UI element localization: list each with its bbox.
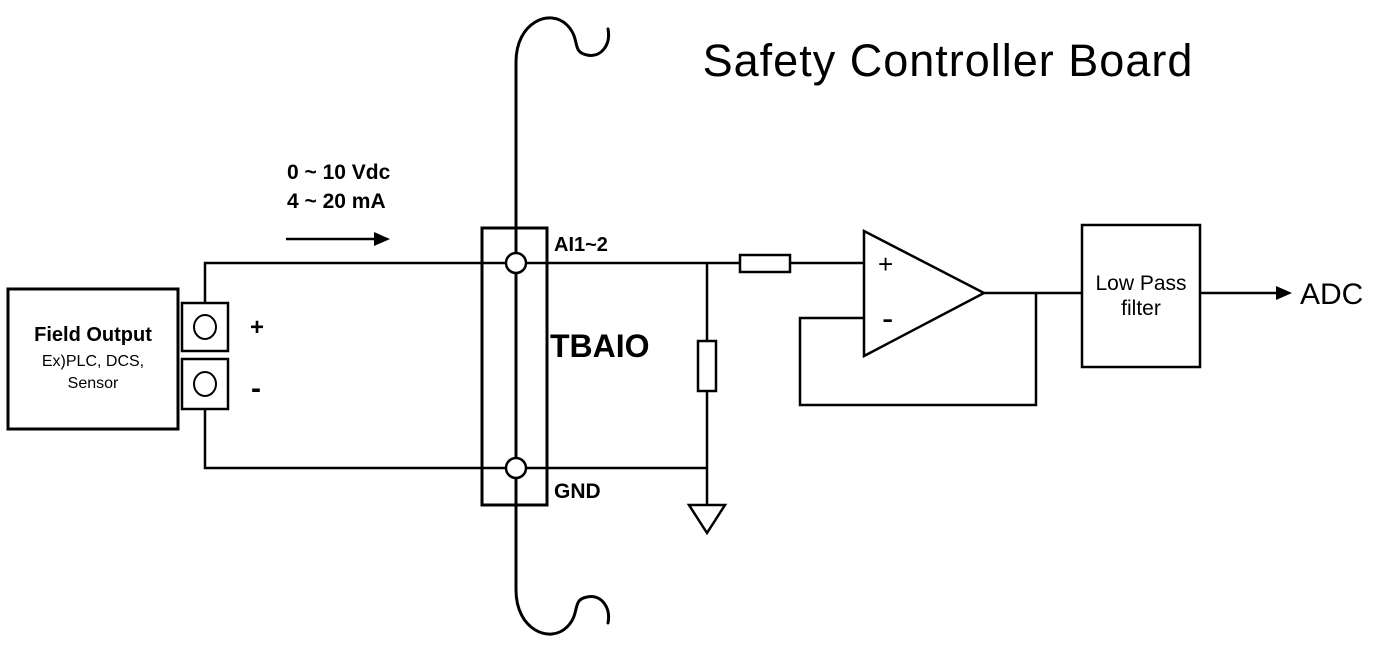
terminal-plus-label: + [250, 314, 264, 341]
terminal-minus-screw-icon [193, 371, 217, 397]
board-boundary-bottom-break-icon [514, 588, 611, 636]
opamp-plus-input-label: + [878, 249, 893, 279]
tbaio-terminal-ai-icon [504, 251, 528, 275]
shunt-resistor-icon [696, 339, 718, 393]
opamp-triangle-icon [862, 228, 987, 359]
adc-arrow-icon [1276, 286, 1292, 300]
low-pass-filter: Low Pass filter [1080, 223, 1202, 369]
terminal-plus-screw-icon [193, 314, 217, 340]
tbaio-terminal-strip: AI1~2 TBAIO GND [480, 226, 650, 507]
adc-output: ADC [1276, 278, 1363, 311]
signal-annotation: 0 ~ 10 Vdc 4 ~ 20 mA [286, 161, 391, 246]
terminal-minus-label: - [251, 372, 261, 405]
field-output-title: Field Output [34, 324, 152, 346]
field-output-subtitle-line2: Sensor [68, 375, 119, 392]
tbaio-name-label: TBAIO [550, 328, 650, 364]
signal-range-current: 4 ~ 20 mA [287, 190, 386, 213]
wire-minus-to-tbaio [203, 409, 516, 470]
signal-range-voltage: 0 ~ 10 Vdc [287, 161, 391, 184]
low-pass-filter-label-line1: Low Pass [1095, 272, 1186, 295]
opamp-minus-input-label: - [882, 300, 893, 338]
wire-plus-to-tbaio [203, 261, 516, 303]
signal-direction-arrow-icon [374, 232, 390, 246]
tbaio-block [480, 226, 549, 507]
field-output-block: Field Output Ex)PLC, DCS, Sensor [6, 287, 180, 431]
page-title: Safety Controller Board [703, 35, 1194, 86]
low-pass-filter-label-line2: filter [1121, 297, 1161, 320]
field-terminals: + - [180, 301, 264, 411]
tbaio-ai-label: AI1~2 [554, 234, 608, 256]
field-output-box [6, 287, 180, 431]
tbaio-terminal-gnd-icon [504, 456, 528, 480]
opamp-feedback-wire [798, 293, 1038, 407]
series-resistor-icon [738, 253, 792, 274]
field-output-subtitle-line1: Ex)PLC, DCS, [42, 353, 144, 370]
board-boundary-top-break-icon [514, 16, 611, 64]
opamp: + - [862, 228, 987, 359]
ground-symbol-icon [686, 503, 728, 536]
tbaio-gnd-label: GND [554, 480, 601, 503]
low-pass-filter-box [1080, 223, 1202, 369]
adc-label: ADC [1300, 278, 1363, 311]
board-boundary [514, 16, 611, 636]
